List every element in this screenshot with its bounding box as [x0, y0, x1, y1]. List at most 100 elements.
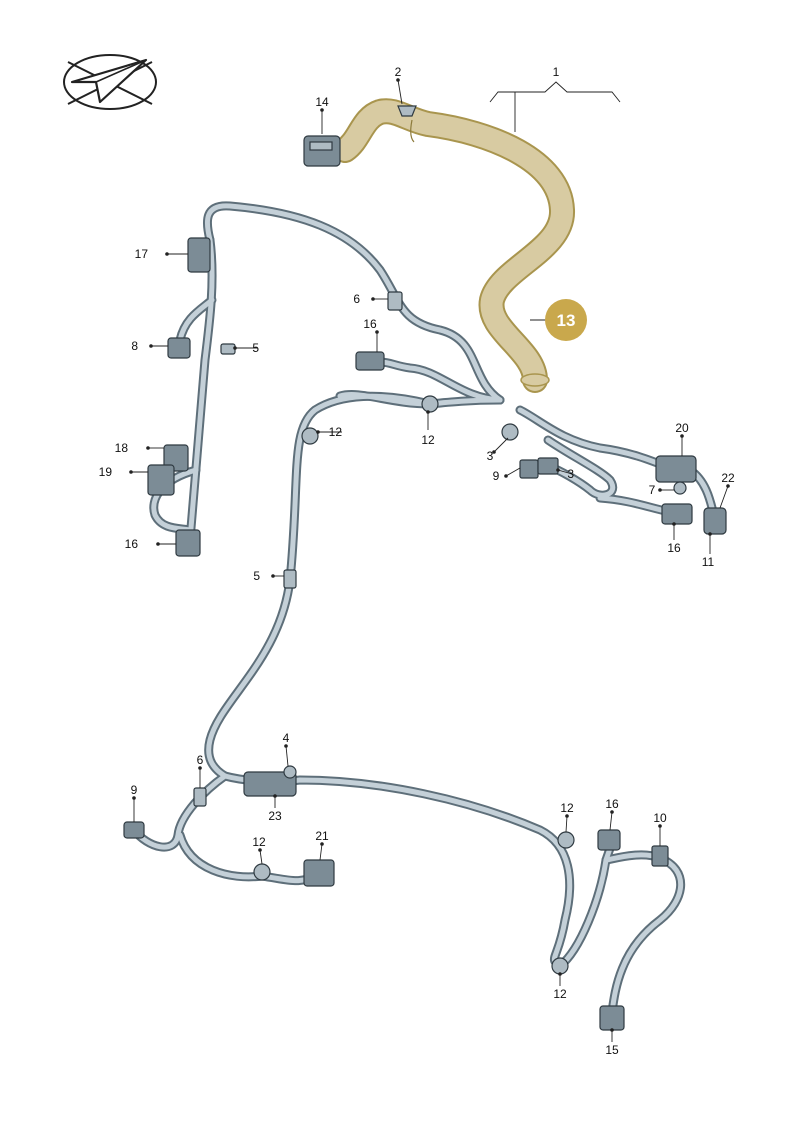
callout-dot-c3b [556, 468, 560, 472]
callout-label-c6a: 6 [353, 292, 360, 306]
callout-leader-c22 [719, 485, 729, 509]
callout-dot-c10 [658, 824, 662, 828]
highlight-badge[interactable]: 13 [530, 299, 587, 341]
callout-dot-c15 [610, 1028, 614, 1032]
callout-label-c3b: 3 [567, 467, 574, 481]
highlight-label: 13 [557, 311, 576, 330]
callout-label-c20: 20 [675, 421, 689, 435]
connector-9a[interactable] [519, 459, 539, 479]
callout-label-c12d: 12 [560, 801, 574, 815]
connector-11[interactable] [703, 507, 727, 535]
callout-dot-c16c [672, 522, 676, 526]
grommet-12b[interactable] [301, 427, 319, 445]
connector-16c[interactable] [661, 503, 693, 525]
callout-leader-c3b [557, 469, 573, 475]
grommet-12a[interactable] [421, 395, 439, 413]
cable-segment-outline [220, 771, 575, 971]
connector-20[interactable] [655, 455, 697, 483]
callout-label-c5b: 5 [253, 569, 260, 583]
callout-label-c10: 10 [653, 811, 667, 825]
callout-dot-c6a [371, 297, 375, 301]
vw-paper-plane-logo-icon [63, 54, 157, 110]
connectors [123, 105, 727, 1031]
callout-dot-c9b [132, 796, 136, 800]
callout-dot-c5b [271, 574, 275, 578]
clip-6a[interactable] [387, 291, 403, 311]
grommet-4[interactable] [283, 765, 297, 779]
callout-dot-c20 [680, 434, 684, 438]
connector-14[interactable] [303, 135, 341, 167]
connector-17[interactable] [187, 237, 211, 273]
clip-6b[interactable] [193, 787, 207, 807]
clip-2[interactable] [397, 105, 417, 117]
callout-dot-c12c [258, 848, 262, 852]
callout-label-c2: 2 [395, 65, 402, 79]
connector-19[interactable] [147, 464, 175, 496]
connector-15[interactable] [599, 1005, 625, 1031]
cable-segment [206, 393, 433, 779]
callout-leader-c12d [565, 815, 568, 833]
callout-dot-c17 [165, 252, 169, 256]
callout-label-c23: 23 [268, 809, 282, 823]
callout-label-c9a: 9 [493, 469, 500, 483]
clip-5a[interactable] [220, 343, 236, 355]
cable-segment [603, 852, 684, 1015]
callout-label-c12c: 12 [252, 835, 266, 849]
callout-dot-c6b [198, 766, 202, 770]
cable-segment [377, 359, 503, 403]
connector-21[interactable] [303, 859, 335, 887]
callout-dot-c14 [320, 108, 324, 112]
callout-leader-c4 [285, 745, 289, 767]
callout-label-c7: 7 [649, 483, 656, 497]
callout-dot-c16b [156, 542, 160, 546]
callout-label-c4: 4 [283, 731, 290, 745]
cable-segment [187, 237, 215, 543]
callout-label-c6b: 6 [197, 753, 204, 767]
callout-label-c12e: 12 [553, 987, 567, 1001]
callout-dot-c2 [396, 78, 400, 82]
callout-label-c14: 14 [315, 95, 329, 109]
callout-dot-c3a [492, 450, 496, 454]
callout-label-c12a: 12 [329, 425, 343, 439]
callout-label-c9b: 9 [131, 783, 138, 797]
callout-label-c19: 19 [99, 465, 113, 479]
callout-label-c16a: 16 [363, 317, 377, 331]
grommet-7[interactable] [673, 481, 687, 495]
callout-label-c15: 15 [605, 1043, 619, 1057]
grommet-3a[interactable] [501, 423, 519, 441]
callout-label-c8: 8 [131, 339, 138, 353]
connector-3b[interactable] [537, 457, 559, 475]
callout-label-c21: 21 [315, 829, 329, 843]
cable-segment-outline [175, 830, 323, 886]
cable-segment [205, 203, 503, 403]
clip-5b[interactable] [283, 569, 297, 589]
callout-dot-c7 [658, 488, 662, 492]
callout-label-c16b: 16 [125, 537, 139, 551]
callout-leader-c21 [319, 843, 323, 861]
connector-16b[interactable] [355, 351, 385, 371]
callout-label-c5a: 5 [252, 341, 259, 355]
grommet-12e[interactable] [551, 957, 569, 975]
callout-dot-c5a [233, 346, 237, 350]
connector-8[interactable] [167, 337, 191, 359]
callout-dot-c18 [146, 446, 150, 450]
cable-segment [545, 437, 615, 498]
connector-16a[interactable] [175, 529, 201, 557]
highlighted-conduit[interactable] [332, 98, 575, 393]
connector-16d[interactable] [597, 829, 621, 851]
grommet-12c[interactable] [253, 863, 271, 881]
connector-23[interactable] [243, 771, 297, 797]
callout-dot-c8 [149, 344, 153, 348]
connector-9b[interactable] [123, 821, 145, 839]
callout-dot-c16a [375, 330, 379, 334]
connector-10[interactable] [651, 845, 669, 867]
callout-dot-c12d [565, 814, 569, 818]
cable-segment-outline [204, 391, 435, 781]
callout-dot-c12e [558, 972, 562, 976]
callout-label-c22: 22 [721, 471, 735, 485]
grommet-12d[interactable] [557, 831, 575, 849]
callout-dot-c23 [273, 794, 277, 798]
callout-dot-c16d [610, 810, 614, 814]
cable-segment [222, 773, 573, 969]
